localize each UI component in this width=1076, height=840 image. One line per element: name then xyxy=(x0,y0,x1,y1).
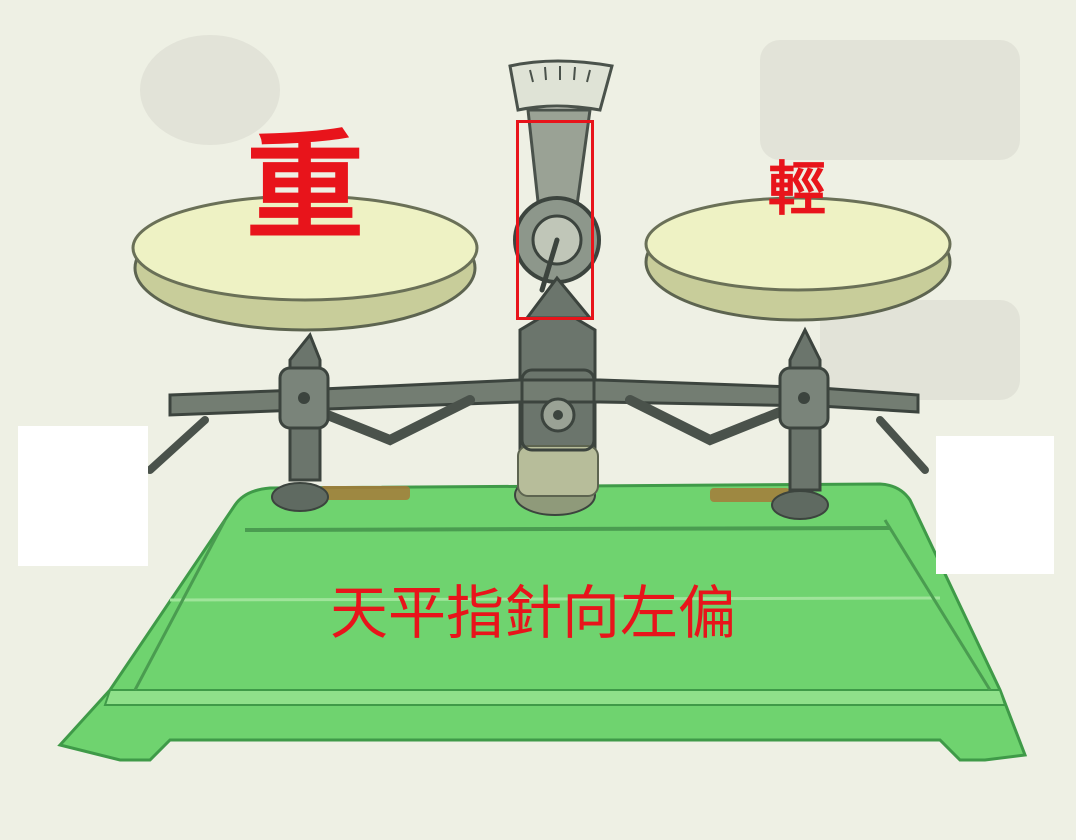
pointer-deflection-caption: 天平指針向左偏 xyxy=(330,579,737,647)
right-pan-support xyxy=(778,326,830,492)
pointer-assembly xyxy=(508,59,614,320)
heavy-label: 重 xyxy=(246,118,365,256)
left-blank-box xyxy=(18,426,148,566)
base-pads xyxy=(320,486,790,502)
light-label: 輕 xyxy=(768,155,827,223)
right-blank-box xyxy=(936,436,1054,574)
pointer-highlight-box xyxy=(516,120,594,320)
bleed-mark xyxy=(140,35,280,145)
bleed-mark xyxy=(760,40,1020,160)
pointer-needle xyxy=(539,237,560,293)
left-pan xyxy=(131,194,479,332)
left-pan-support xyxy=(278,332,330,482)
right-pan xyxy=(644,196,952,322)
balance-beam xyxy=(146,368,929,474)
bleed-mark xyxy=(820,300,1020,400)
balance-base xyxy=(57,482,1028,762)
